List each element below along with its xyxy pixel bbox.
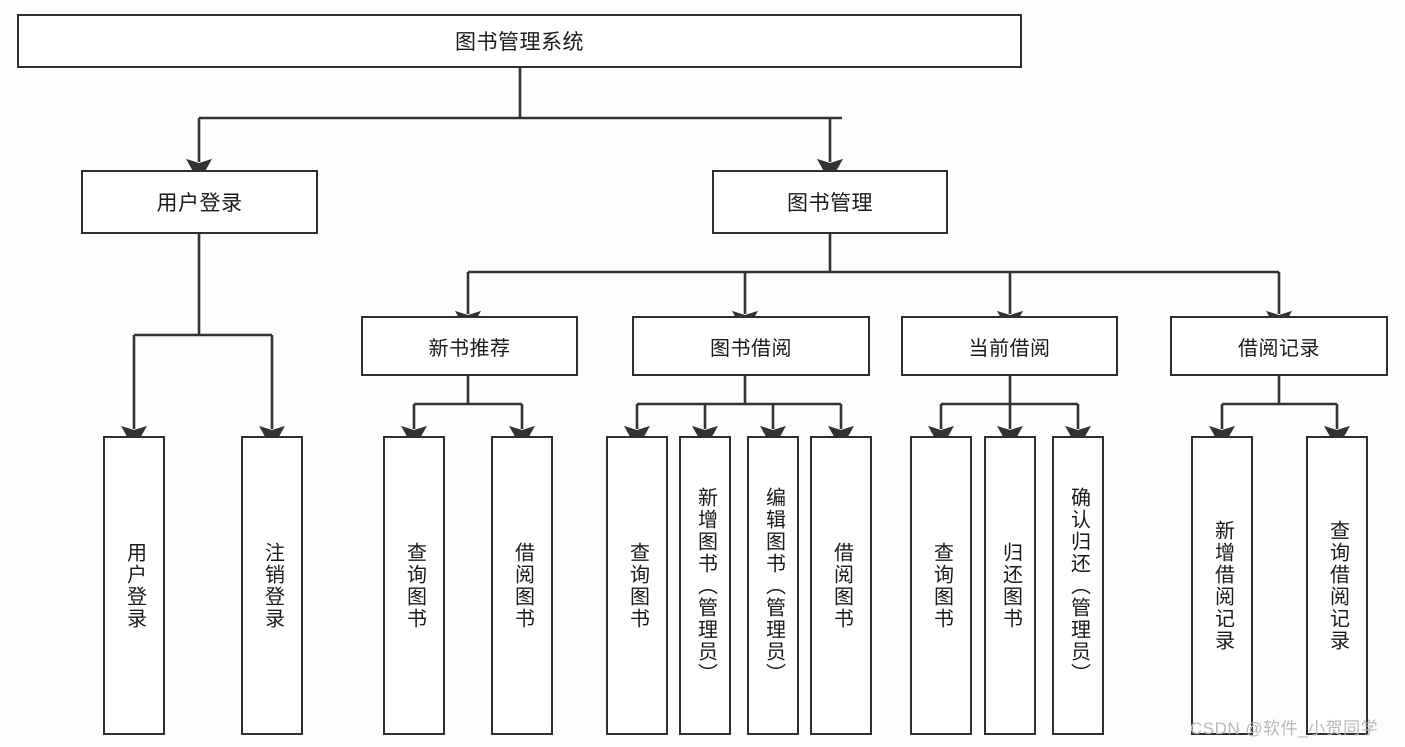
leaf-user-login-logout[interactable]: 注销登录 xyxy=(241,436,303,735)
leaf-label: 注销登录 xyxy=(261,541,284,630)
node-book-management[interactable]: 图书管理 xyxy=(712,170,948,234)
node-root[interactable]: 图书管理系统 xyxy=(17,14,1022,68)
leaf-label: 新增图书（管理员） xyxy=(694,486,717,685)
leaf-label: 查询图书 xyxy=(930,541,953,630)
node-book-borrow[interactable]: 图书借阅 xyxy=(632,316,870,376)
leaf-current-borrow-query[interactable]: 查询图书 xyxy=(910,436,972,735)
node-current-borrow[interactable]: 当前借阅 xyxy=(901,316,1118,376)
leaf-book-borrow-add[interactable]: 新增图书（管理员） xyxy=(679,436,731,735)
csdn-watermark: CSDN @软件_小贺同学 xyxy=(1190,719,1379,738)
node-current-borrow-label: 当前借阅 xyxy=(968,337,1051,360)
leaf-label: 用户登录 xyxy=(123,541,146,630)
leaf-book-borrow-borrow[interactable]: 借阅图书 xyxy=(810,436,872,735)
leaf-label: 借阅图书 xyxy=(830,541,853,630)
leaf-book-borrow-query[interactable]: 查询图书 xyxy=(606,436,668,735)
leaf-borrow-record-add[interactable]: 新增借阅记录 xyxy=(1191,436,1253,735)
node-book-management-label: 图书管理 xyxy=(787,192,873,215)
leaf-label: 确认归还（管理员） xyxy=(1067,486,1090,685)
node-new-book-recommend-label: 新书推荐 xyxy=(428,337,511,360)
leaf-borrow-record-query[interactable]: 查询借阅记录 xyxy=(1306,436,1368,735)
leaf-new-book-borrow[interactable]: 借阅图书 xyxy=(491,436,553,735)
leaf-book-borrow-edit[interactable]: 编辑图书（管理员） xyxy=(747,436,799,735)
leaf-current-borrow-return[interactable]: 归还图书 xyxy=(984,436,1036,735)
node-book-borrow-label: 图书借阅 xyxy=(710,337,792,360)
leaf-label: 归还图书 xyxy=(999,541,1022,630)
node-borrow-record[interactable]: 借阅记录 xyxy=(1170,316,1388,376)
leaf-label: 借阅图书 xyxy=(511,541,534,630)
node-user-login[interactable]: 用户登录 xyxy=(81,170,318,234)
leaf-label: 新增借阅记录 xyxy=(1211,519,1234,652)
node-borrow-record-label: 借阅记录 xyxy=(1238,337,1320,360)
leaf-label: 查询借阅记录 xyxy=(1326,519,1349,652)
leaf-user-login-login[interactable]: 用户登录 xyxy=(103,436,165,735)
node-new-book-recommend[interactable]: 新书推荐 xyxy=(361,316,578,376)
leaf-current-borrow-confirm-return[interactable]: 确认归还（管理员） xyxy=(1052,436,1104,735)
leaf-label: 编辑图书（管理员） xyxy=(762,486,785,685)
node-root-label: 图书管理系统 xyxy=(455,31,584,54)
leaf-label: 查询图书 xyxy=(403,541,426,630)
leaf-label: 查询图书 xyxy=(626,541,649,630)
node-user-login-label: 用户登录 xyxy=(156,192,243,215)
leaf-new-book-query[interactable]: 查询图书 xyxy=(383,436,445,735)
